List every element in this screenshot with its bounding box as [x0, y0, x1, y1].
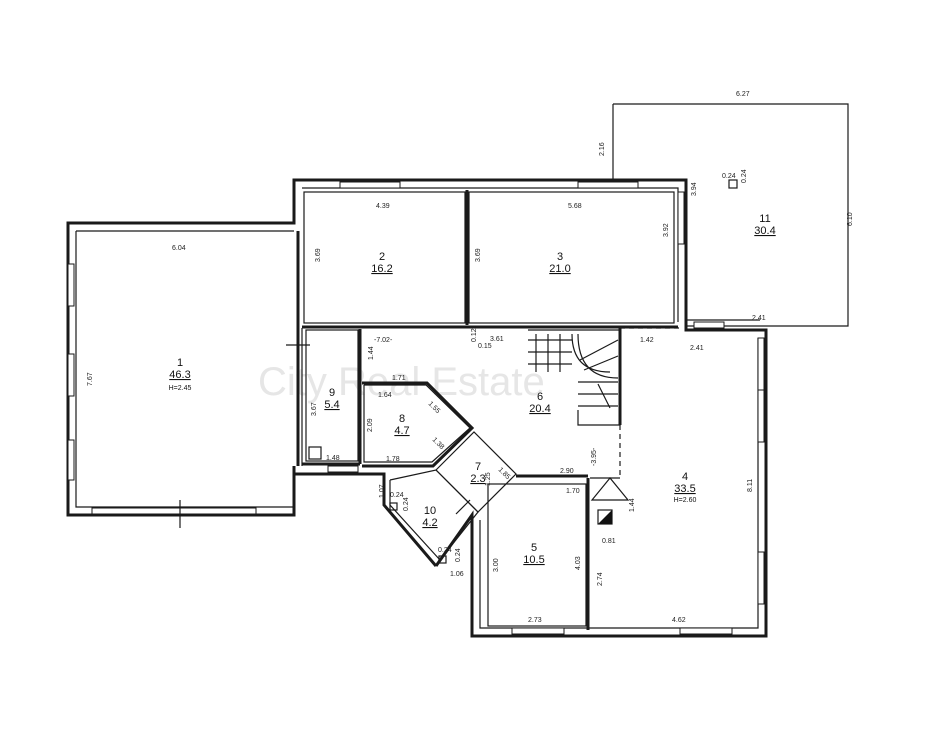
- room-area: 2.3: [470, 473, 485, 485]
- dim-label: 0.24: [741, 169, 748, 183]
- dim-label: 6.10: [847, 212, 854, 226]
- dim-label: 1.42: [640, 337, 654, 344]
- room-number: 9: [329, 387, 335, 399]
- dim-label: 1.64: [378, 392, 392, 399]
- dim-label: 3.69: [315, 248, 322, 262]
- dim-label: 2.74: [597, 572, 604, 586]
- dim-label: 0.24: [722, 173, 736, 180]
- dim-label: 2.16: [599, 142, 606, 156]
- dim-label: 1.38: [431, 436, 446, 451]
- dim-label: 4.39: [376, 203, 390, 210]
- dim-label: 0.24: [390, 492, 404, 499]
- room-labels: 1 46.3 H=2.45 2 16.2 3 21.0 4 33.5 H=2.6…: [169, 213, 776, 566]
- room-area: 16.2: [371, 263, 392, 275]
- dim-label: 0.24: [403, 497, 410, 511]
- dim-label: 4.03: [575, 556, 582, 570]
- dim-label: 1.07: [379, 484, 386, 498]
- room-number: 11: [759, 213, 770, 225]
- room-number: 6: [537, 391, 543, 403]
- dim-label: 1.25: [485, 472, 492, 486]
- room-number: 7: [475, 461, 481, 473]
- dim-label: 3.69: [475, 248, 482, 262]
- dim-label: 0.24: [455, 548, 462, 562]
- room-area: 21.0: [549, 263, 570, 275]
- room-area: 5.4: [324, 399, 339, 411]
- dim-label: 0.24: [438, 547, 452, 554]
- dim-label: 3.61: [490, 336, 504, 343]
- windows: [67, 181, 765, 635]
- room-area: 33.5: [674, 483, 695, 495]
- interior-walls: [296, 190, 760, 630]
- dim-label: 2.73: [528, 617, 542, 624]
- dim-label: 0.12: [471, 328, 478, 342]
- dim-label: 2.09: [367, 418, 374, 432]
- room-number: 4: [682, 471, 688, 483]
- room-number: 8: [399, 413, 405, 425]
- room-11-outline: [612, 103, 849, 327]
- dim-label: 0.15: [478, 343, 492, 350]
- dim-label: 1.70: [566, 488, 580, 495]
- room-area: 20.4: [529, 403, 550, 415]
- dimension-labels: 6.04 7.67 4.39 3.69 5.68 3.69 3.92 3.94 …: [87, 91, 854, 624]
- room-number: 2: [379, 251, 385, 263]
- dim-label: 7.67: [87, 372, 94, 386]
- dim-label: 3.92: [663, 223, 670, 237]
- dim-label: 6.04: [172, 245, 186, 252]
- room-number: 5: [531, 542, 537, 554]
- room-number: 1: [177, 357, 183, 369]
- dim-label: 4.62: [672, 617, 686, 624]
- dim-label: 2.90: [560, 468, 574, 475]
- dim-label: 6.27: [736, 91, 750, 98]
- dim-label: -7.02-: [374, 337, 393, 344]
- dim-label: 8.11: [747, 479, 754, 492]
- dim-label: 3.00: [493, 558, 500, 572]
- dim-label: 1.48: [326, 455, 340, 462]
- dim-label: 2.41: [752, 315, 766, 322]
- dim-label: 3.67: [311, 402, 318, 416]
- dim-label: 1.85: [497, 466, 512, 481]
- dim-label: 1.71: [392, 375, 406, 382]
- dim-label: 2.41: [690, 345, 704, 352]
- dim-label: 1.78: [386, 456, 400, 463]
- room-area: 4.7: [394, 425, 409, 437]
- staircase: [528, 333, 619, 409]
- dim-label: 0.81: [602, 538, 616, 545]
- dim-label: 1.06: [450, 571, 464, 578]
- room-area: 46.3: [169, 369, 190, 381]
- room-number: 3: [557, 251, 563, 263]
- room-number: 10: [424, 505, 436, 517]
- room-area: 4.2: [422, 517, 437, 529]
- dim-label: 5.68: [568, 203, 582, 210]
- dim-label: 1.44: [629, 498, 636, 512]
- outer-walls: [66, 178, 768, 638]
- fixtures: [179, 179, 738, 564]
- dim-label: 1.44: [368, 346, 375, 360]
- room-area: 30.4: [754, 225, 775, 237]
- room-height: H=2.45: [169, 385, 192, 392]
- dim-label: 3.94: [691, 182, 698, 196]
- room-area: 10.5: [523, 554, 544, 566]
- room-height: H=2.60: [674, 497, 697, 504]
- dim-label: -3.95-: [591, 447, 598, 466]
